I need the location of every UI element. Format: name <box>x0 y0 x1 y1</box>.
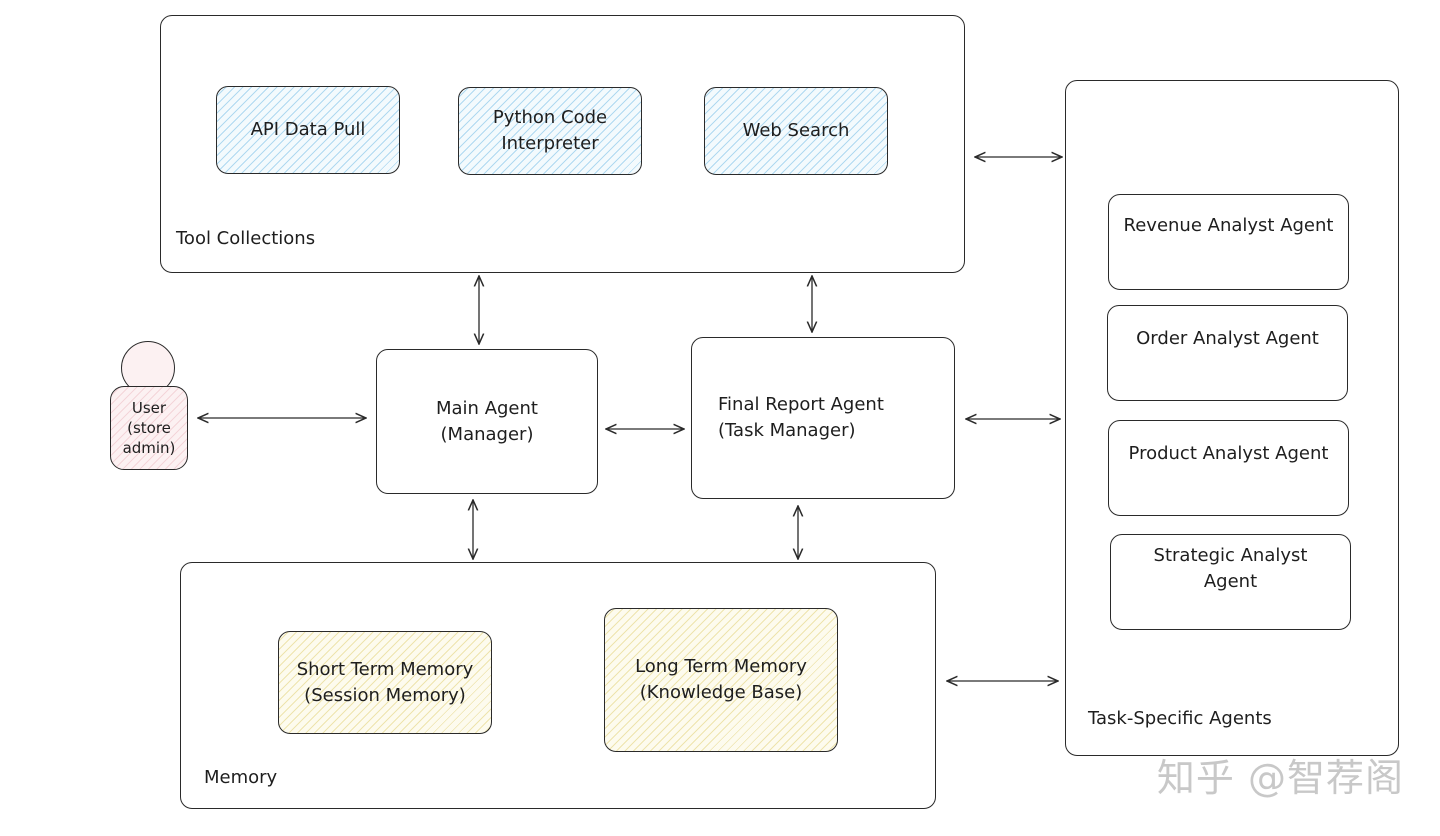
watermark-text: 知乎 @智荐阁 <box>1156 756 1404 800</box>
long-term-memory-label: Long Term Memory (Knowledge Base) <box>635 656 807 703</box>
revenue-analyst-agent-label: Revenue Analyst Agent <box>1123 215 1334 236</box>
python-code-interpreter-label: Python Code Interpreter <box>492 107 608 154</box>
web-search-tool: Web Search <box>704 87 888 175</box>
web-search-label: Web Search <box>742 120 850 141</box>
short-term-memory-node: Short Term Memory (Session Memory) <box>278 631 492 734</box>
final-report-agent-node: Final Report Agent (Task Manager) <box>691 337 955 499</box>
main-agent-label: Main Agent (Manager) <box>436 397 538 445</box>
long-term-memory-node: Long Term Memory (Knowledge Base) <box>604 608 838 752</box>
revenue-analyst-agent-node: Revenue Analyst Agent <box>1108 194 1349 290</box>
order-analyst-agent-label: Order Analyst Agent <box>1136 328 1319 349</box>
product-analyst-agent-label: Product Analyst Agent <box>1128 443 1329 464</box>
short-term-memory-label: Short Term Memory (Session Memory) <box>296 658 474 706</box>
python-code-interpreter-tool: Python Code Interpreter <box>458 87 642 175</box>
order-analyst-agent-node: Order Analyst Agent <box>1107 305 1348 401</box>
strategic-analyst-agent-node: Strategic Analyst Agent <box>1110 534 1351 630</box>
api-data-pull-tool: API Data Pull <box>216 86 400 174</box>
user-actor: User (store admin) <box>110 386 188 470</box>
task-specific-agents-label: Task-Specific Agents <box>1088 708 1272 729</box>
task-specific-agents-container <box>1065 80 1399 756</box>
memory-label: Memory <box>204 767 278 788</box>
final-report-agent-label: Final Report Agent (Task Manager) <box>718 394 884 441</box>
user-label: User (store admin) <box>122 399 176 457</box>
api-data-pull-label: API Data Pull <box>250 119 366 140</box>
product-analyst-agent-node: Product Analyst Agent <box>1108 420 1349 516</box>
tool-collections-label: Tool Collections <box>176 228 316 249</box>
main-agent-node: Main Agent (Manager) <box>376 349 598 494</box>
strategic-analyst-agent-label: Strategic Analyst Agent <box>1153 545 1308 592</box>
